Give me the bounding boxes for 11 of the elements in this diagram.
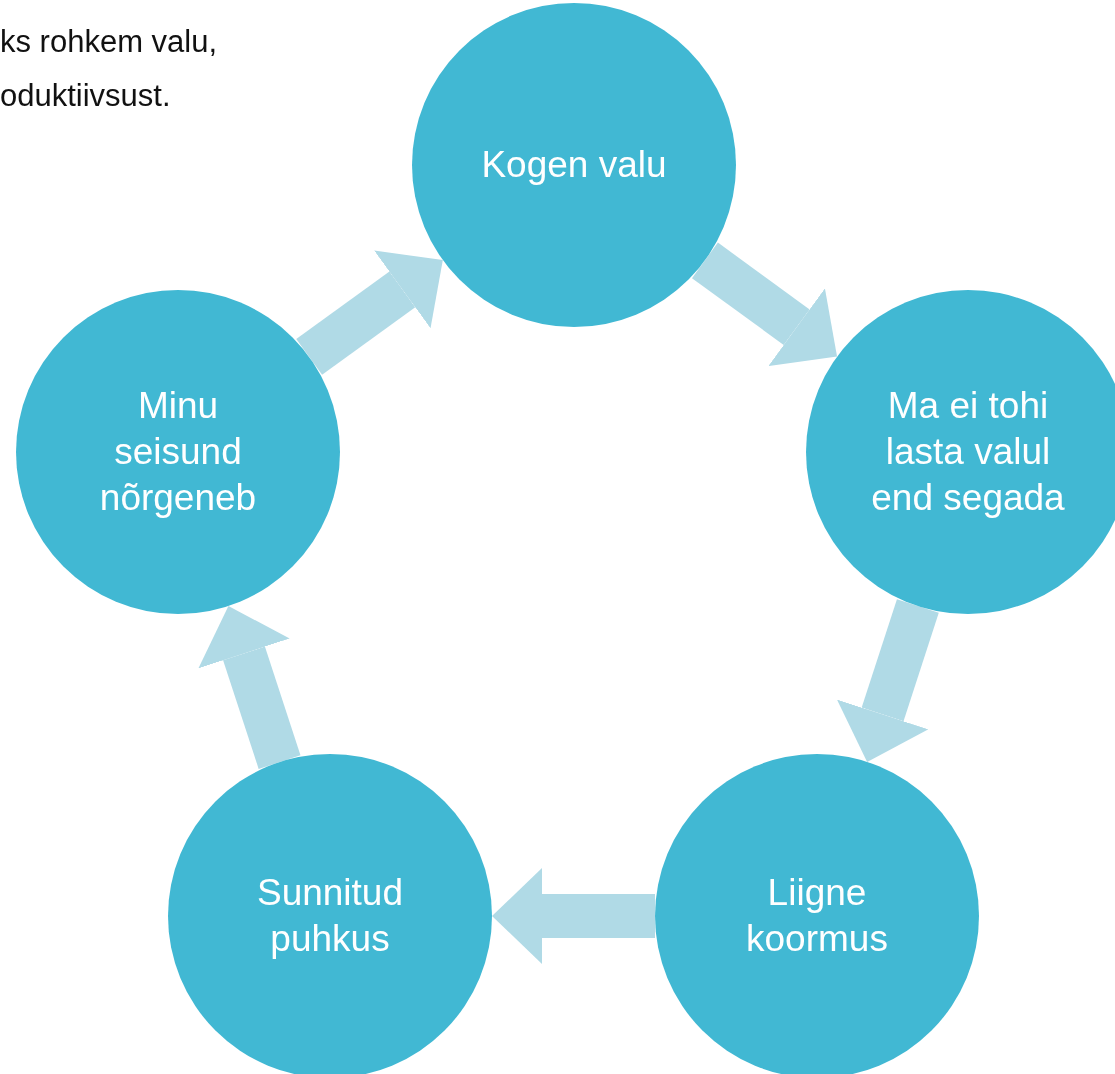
node-text: Kogen valu	[480, 143, 668, 187]
note-text: oduktiivsust.	[0, 78, 171, 114]
block-arrow	[492, 868, 655, 964]
node-text: Ma ei tohi lasta valul end segada	[870, 384, 1066, 520]
node-text: Sunnitud puhkus	[255, 871, 405, 961]
block-arrow	[198, 605, 301, 769]
node-text: Liigne koormus	[745, 871, 889, 961]
block-arrow	[692, 242, 838, 366]
note-text: ks rohkem valu,	[0, 24, 218, 60]
block-arrow	[836, 599, 939, 762]
node-text: Minu seisund nõrgeneb	[98, 384, 258, 520]
